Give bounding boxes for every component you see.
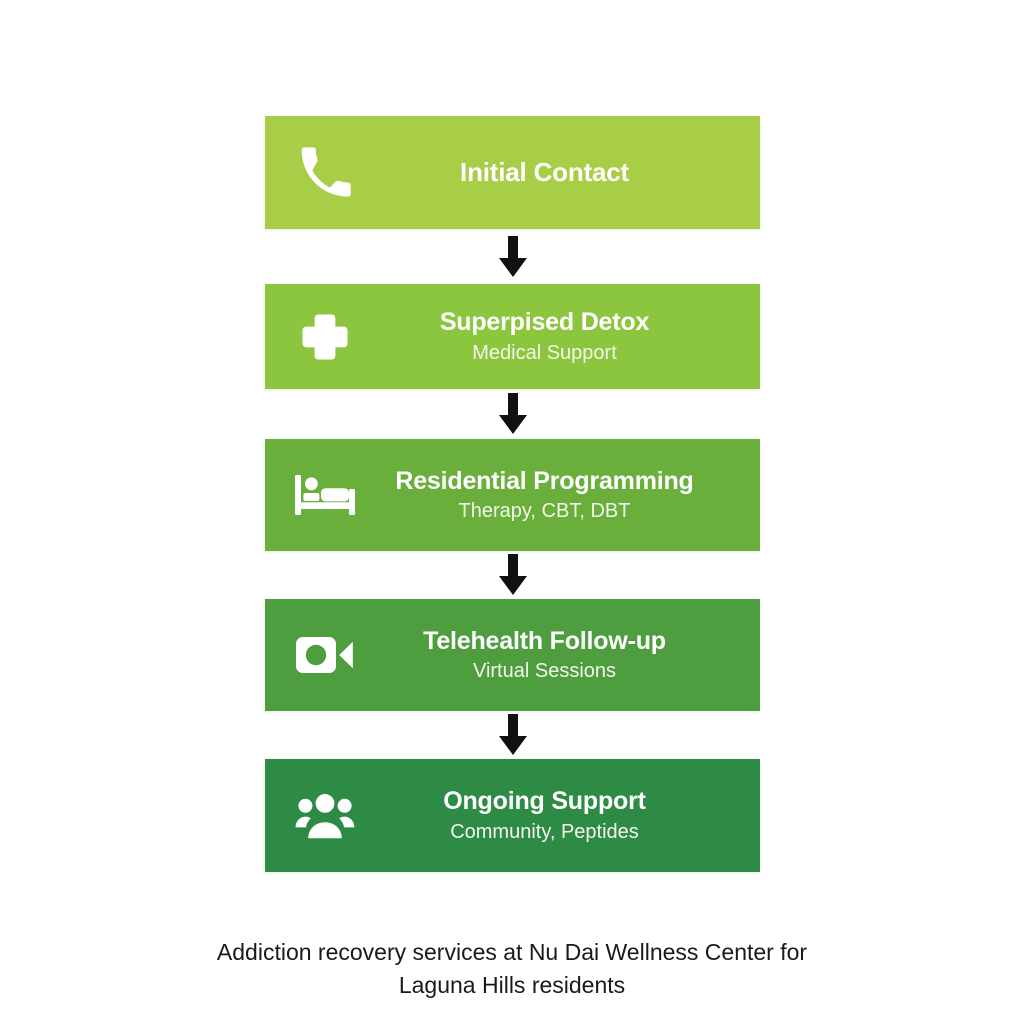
step-title: Telehealth Follow-up — [423, 626, 666, 655]
step-subtitle: Virtual Sessions — [472, 660, 617, 683]
flow-step-telehealth-followup[interactable]: Telehealth Follow-up Virtual Sessions — [265, 599, 760, 711]
step-text-block: Initial Contact — [385, 156, 760, 188]
caption-line-1: Addiction recovery services at Nu Dai We… — [216, 939, 808, 965]
flow-step-supervised-detox[interactable]: Superpised Detox Medical Support — [265, 284, 760, 389]
step-text-block: Residential Programming Therapy, CBT, DB… — [385, 467, 760, 524]
caption-line-2: Laguna Hills residents — [398, 972, 626, 999]
flow-arrow-1 — [265, 229, 760, 284]
flow-step-ongoing-support[interactable]: Ongoing Support Community, Peptides — [265, 759, 760, 872]
flow-step-initial-contact[interactable]: Initial Contact — [265, 116, 760, 229]
people-group-icon — [265, 759, 385, 872]
step-title: Superpised Detox — [439, 308, 650, 337]
flow-arrow-3 — [265, 551, 760, 599]
caption: Addiction recovery services at Nu Dai We… — [112, 936, 912, 1003]
step-subtitle: Medical Support — [472, 341, 617, 364]
phone-icon — [265, 116, 385, 229]
flow-arrow-4 — [265, 711, 760, 759]
step-subtitle: Community, Peptides — [450, 820, 639, 843]
bed-icon — [265, 439, 385, 551]
step-title: Initial Contact — [460, 156, 629, 187]
flow-step-residential-programming[interactable]: Residential Programming Therapy, CBT, DB… — [265, 439, 760, 551]
step-subtitle: Therapy, CBT, DBT — [458, 500, 631, 523]
step-text-block: Superpised Detox Medical Support — [385, 308, 760, 365]
flowchart: Initial Contact Superpised Detox Medical… — [265, 116, 760, 872]
step-title: Residential Programming — [395, 466, 694, 495]
step-text-block: Ongoing Support Community, Peptides — [385, 787, 760, 844]
step-title: Ongoing Support — [443, 787, 646, 816]
step-text-block: Telehealth Follow-up Virtual Sessions — [385, 627, 760, 684]
flow-arrow-2 — [265, 389, 760, 439]
video-camera-icon — [265, 599, 385, 711]
medical-cross-icon — [265, 284, 385, 389]
